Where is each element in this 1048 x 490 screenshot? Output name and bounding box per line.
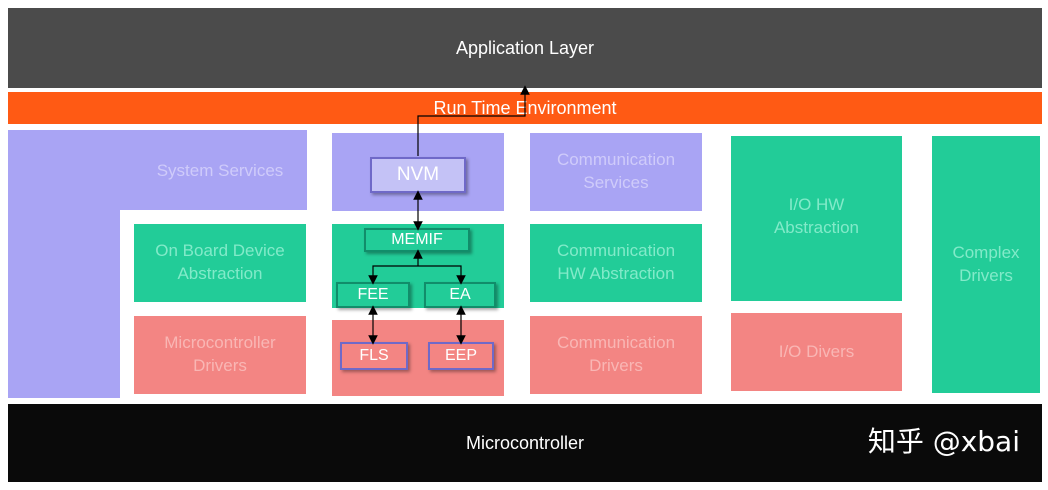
application-layer-label: Application Layer [455, 37, 595, 58]
microcontroller-drivers-block: Microcontroller Drivers [134, 316, 306, 394]
on-board-device-abstraction-block: On Board Device Abstraction [134, 224, 306, 302]
io-hw-abstraction-block: I/O HW Abstraction [731, 136, 902, 301]
system-services-top [8, 130, 307, 210]
runtime-environment-label: Run Time Environment [433, 97, 617, 118]
system-services-side [8, 208, 120, 398]
fee-module: FEE [336, 282, 410, 308]
communication-hw-abstraction-block: Communication HW Abstraction [530, 224, 702, 302]
application-layer: Application Layer [8, 8, 1042, 88]
microcontroller-layer: Microcontroller [8, 404, 1042, 482]
fls-module: FLS [340, 342, 408, 370]
system-services-label: System Services [156, 160, 284, 180]
io-drivers-block: I/O Divers [731, 313, 902, 391]
eep-module: EEP [428, 342, 494, 370]
watermark-text: 知乎 @xbai [867, 425, 1020, 458]
microcontroller-label: Microcontroller [465, 432, 585, 453]
communication-services-block: Communication Services [530, 133, 702, 211]
communication-drivers-block: Communication Drivers [530, 316, 702, 394]
memif-module: MEMIF [364, 228, 470, 252]
nvm-module: NVM [370, 157, 466, 193]
ea-module: EA [424, 282, 496, 308]
runtime-environment-layer: Run Time Environment [8, 92, 1042, 124]
complex-drivers-block: Complex Drivers [932, 136, 1040, 393]
